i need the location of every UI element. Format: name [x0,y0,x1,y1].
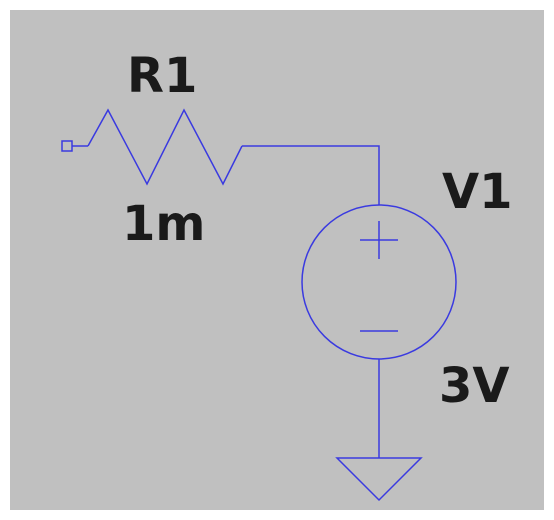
wire-resistor-to-source[interactable] [242,145,380,205]
source-value-label: 3V [439,358,510,414]
source-name-label: V1 [442,164,513,220]
canvas-background [10,10,544,510]
resistor-name-label: R1 [127,48,197,104]
schematic-canvas: R1 1m V1 3V [10,10,544,510]
resistor-value-label: 1m [122,196,205,252]
resistor-r1-symbol[interactable] [87,108,243,186]
schematic-svg: R1 1m V1 3V [10,10,544,510]
ground-symbol[interactable] [335,457,423,502]
